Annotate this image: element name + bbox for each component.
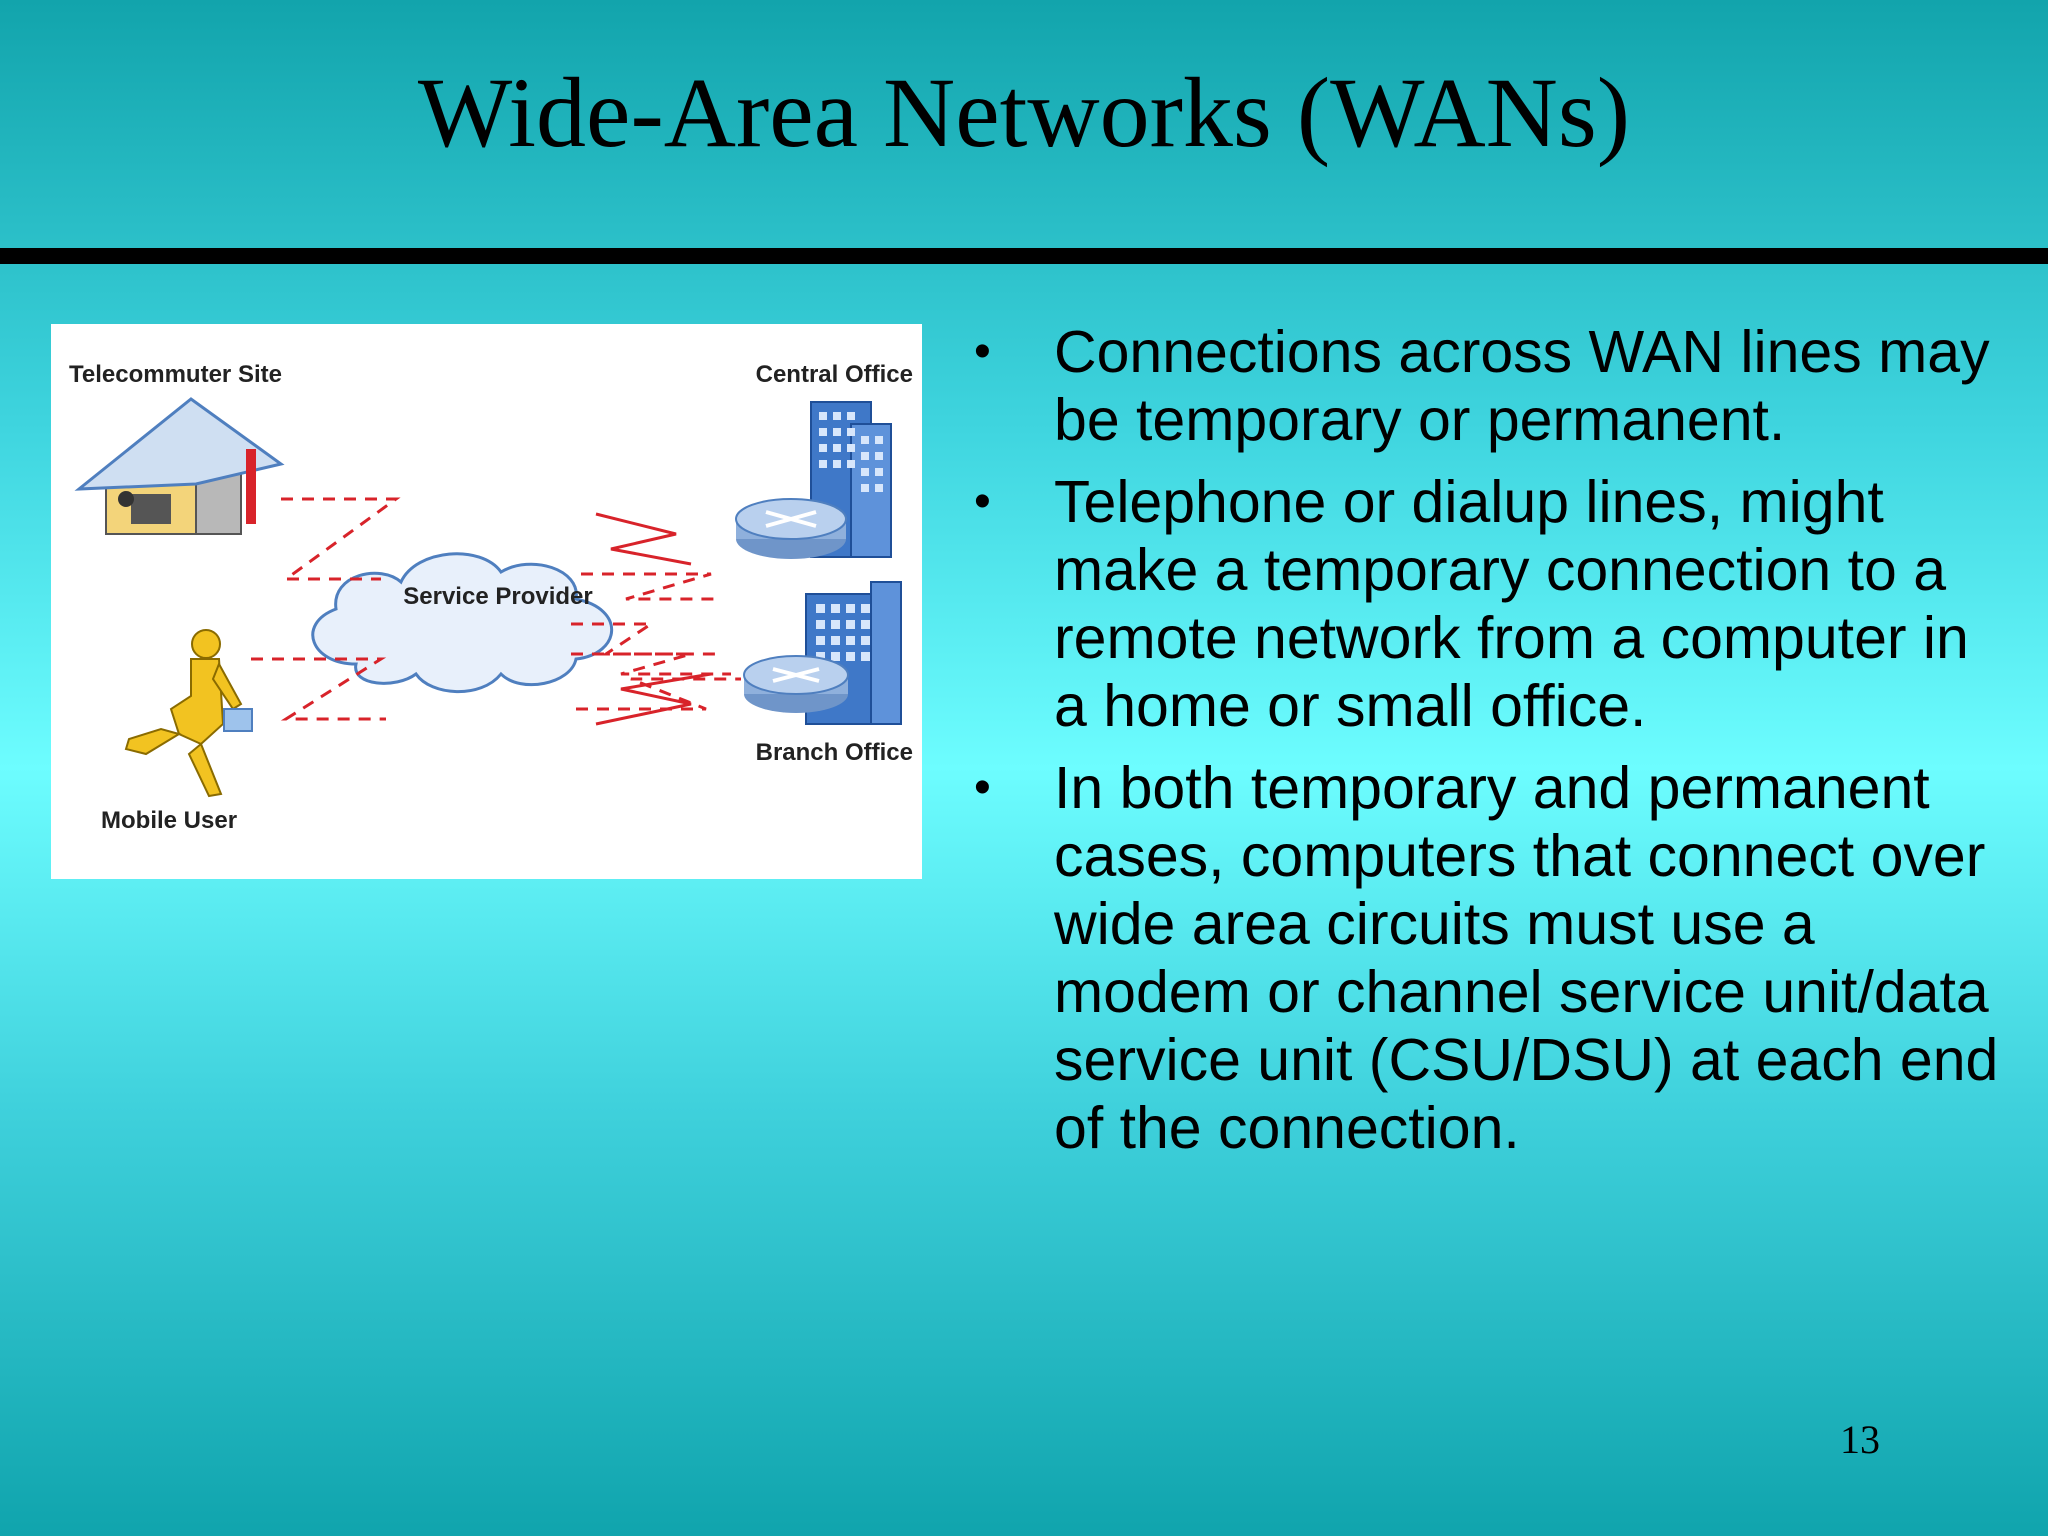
label-telecommuter-site: Telecommuter Site bbox=[69, 361, 282, 388]
label-mobile-user: Mobile User bbox=[101, 807, 237, 834]
page-number: 13 bbox=[1840, 1417, 1880, 1462]
label-service-provider: Service Provider bbox=[403, 583, 592, 610]
wan-diagram: Telecommuter Site Central Office Service… bbox=[51, 324, 922, 879]
wan-links bbox=[251, 497, 741, 721]
bullet-item: • In both temporary and permanent cases,… bbox=[968, 754, 2008, 1162]
house-icon bbox=[74, 397, 285, 535]
bullet-text: In both temporary and permanent cases, c… bbox=[1054, 755, 1999, 1161]
bullet-text: Telephone or dialup lines, might make a … bbox=[1054, 469, 1969, 739]
bullet-icon: • bbox=[974, 325, 991, 378]
label-branch-office: Branch Office bbox=[756, 739, 913, 766]
bullet-item: • Connections across WAN lines may be te… bbox=[968, 318, 2008, 454]
router-icon bbox=[743, 655, 849, 713]
bullet-list: • Connections across WAN lines may be te… bbox=[968, 318, 2008, 1176]
bullet-icon: • bbox=[974, 761, 991, 814]
wan-bolts bbox=[595, 512, 712, 726]
bullet-icon: • bbox=[974, 475, 991, 528]
title-divider bbox=[0, 248, 2048, 264]
cloud-icon bbox=[311, 552, 614, 694]
slide-title: Wide-Area Networks (WANs) bbox=[417, 57, 1631, 168]
person-icon bbox=[124, 629, 253, 798]
router-icon bbox=[735, 498, 847, 559]
label-central-office: Central Office bbox=[756, 361, 913, 388]
bullet-text: Connections across WAN lines may be temp… bbox=[1054, 319, 1990, 453]
bullet-item: • Telephone or dialup lines, might make … bbox=[968, 468, 2008, 740]
